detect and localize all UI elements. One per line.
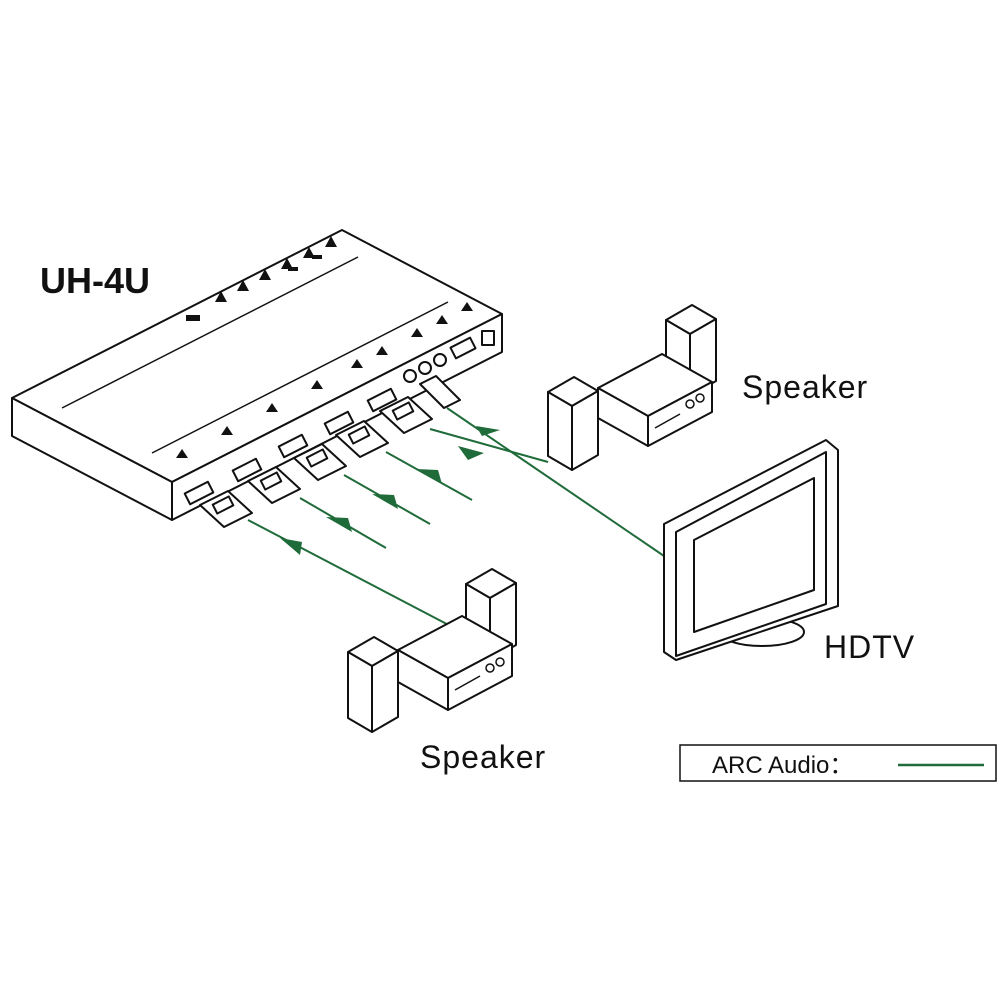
top-indicator-marks bbox=[186, 236, 337, 321]
speaker-top-label: Speaker bbox=[742, 369, 868, 405]
speaker-bottom-system bbox=[347, 568, 517, 733]
port-indicator-marks bbox=[176, 302, 473, 458]
hdtv-label: HDTV bbox=[824, 629, 915, 665]
hdtv bbox=[663, 439, 839, 661]
speaker-top-system bbox=[547, 304, 717, 471]
hdmi-plugs bbox=[199, 375, 461, 528]
legend-label: ARC Audio： bbox=[712, 752, 853, 779]
hdmi-plug-2 bbox=[247, 466, 301, 504]
uh4u-device bbox=[11, 229, 503, 521]
speaker-bottom-label: Speaker bbox=[420, 739, 546, 775]
hdmi-plug-1 bbox=[199, 490, 253, 528]
arc-cables bbox=[247, 407, 665, 633]
device-model-label: UH-4U bbox=[40, 260, 150, 301]
audio-jacks bbox=[403, 330, 495, 383]
hdmi-plug-4 bbox=[335, 420, 389, 458]
legend-box bbox=[679, 744, 997, 782]
legend: ARC Audio： bbox=[679, 744, 997, 782]
audio-plug bbox=[419, 375, 461, 409]
hdmi-plug-3 bbox=[293, 443, 347, 481]
hdmi-plug-5 bbox=[379, 396, 433, 434]
hdmi-ports bbox=[183, 387, 398, 506]
